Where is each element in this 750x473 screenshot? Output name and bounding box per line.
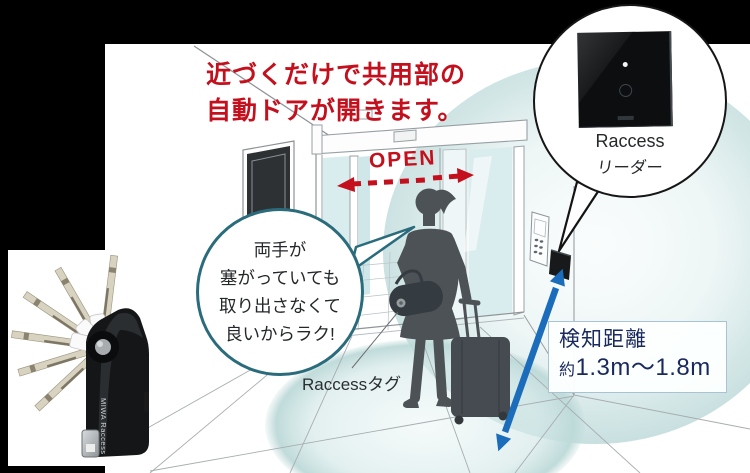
reader-antenna-icon bbox=[619, 83, 633, 98]
door-open-label: OPEN bbox=[368, 146, 438, 173]
speech-bubble: 両手が 塞がっていても 取り出さなくて 良いからラク! bbox=[196, 208, 364, 376]
headline-line1: 近づくだけで共用部の bbox=[206, 61, 467, 89]
handbag bbox=[389, 269, 443, 317]
tag-leader-line bbox=[351, 311, 399, 369]
fob-brand-label: MIWA Raccess bbox=[99, 398, 108, 455]
detection-approx: 約 bbox=[559, 362, 576, 379]
open-arrow-left bbox=[351, 177, 426, 187]
reader-callout-name: Raccess bbox=[595, 131, 665, 151]
headline: 近づくだけで共用部の 自動ドアが開きます。 bbox=[206, 57, 466, 129]
fanned-keys bbox=[11, 254, 119, 412]
open-arrows bbox=[337, 168, 474, 192]
fob-clip bbox=[81, 429, 100, 458]
key-tag-product: MIWA Raccess bbox=[11, 254, 149, 458]
bubble-line4: 良いからラク! bbox=[225, 324, 335, 344]
detection-range: 約1.3m〜1.8m bbox=[559, 353, 716, 386]
bubble-line2: 塞がっていても bbox=[219, 268, 341, 288]
ceiling-line bbox=[193, 45, 337, 141]
detection-range-value: 1.3m〜1.8m bbox=[575, 354, 711, 381]
raccess-tag-label: Raccessタグ bbox=[302, 375, 402, 394]
left-leg bbox=[410, 331, 426, 403]
ceiling-vent bbox=[351, 109, 373, 120]
open-arrow-right bbox=[432, 173, 461, 181]
suitcase bbox=[451, 298, 510, 425]
door-sensor bbox=[393, 129, 417, 143]
right-arm bbox=[445, 235, 472, 304]
detection-arrow bbox=[496, 268, 565, 452]
skirt bbox=[400, 306, 460, 340]
reader-logo-mark bbox=[617, 115, 634, 121]
detection-distance-box: 検知距離 約1.3m〜1.8m bbox=[548, 321, 727, 393]
raccess-reader-device bbox=[577, 31, 673, 128]
ponytail bbox=[435, 189, 456, 214]
intercom-panel bbox=[529, 211, 550, 267]
glass-gloss bbox=[464, 156, 492, 252]
detection-title: 検知距離 bbox=[559, 328, 647, 351]
wall-reader bbox=[549, 249, 572, 280]
bubble-line3: 取り出さなくて bbox=[219, 296, 341, 316]
reader-callout-device: リーダー bbox=[595, 159, 664, 177]
left-arm bbox=[397, 233, 418, 286]
right-door-jamb bbox=[513, 145, 525, 316]
headline-line2: 自動ドアが開きます。 bbox=[206, 97, 464, 125]
reader-callout: Raccess リーダー bbox=[533, 4, 727, 198]
right-leg bbox=[433, 331, 447, 401]
bubble-line1: 両手が bbox=[253, 240, 307, 260]
person-silhouette bbox=[389, 188, 510, 425]
reader-led-icon bbox=[622, 61, 628, 68]
